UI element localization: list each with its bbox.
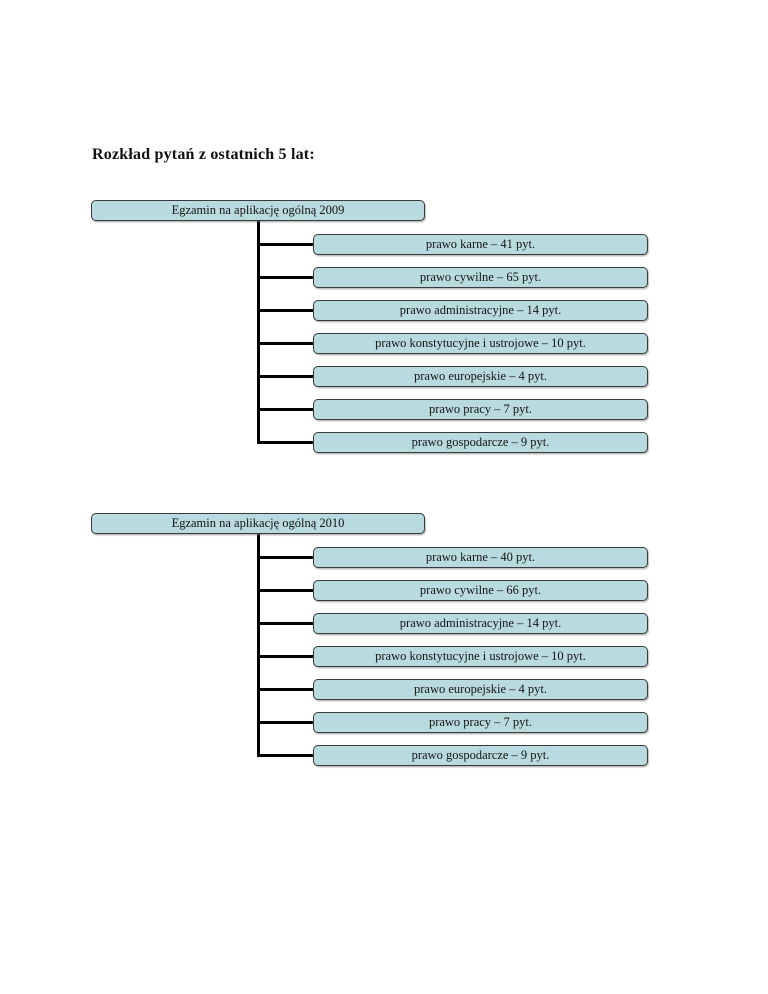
connector-branch-line xyxy=(258,655,314,658)
diagram-child-box: prawo konstytucyjne i ustrojowe – 10 pyt… xyxy=(313,646,648,667)
connector-branch-line xyxy=(258,342,314,345)
diagram-child-box: prawo cywilne – 66 pyt. xyxy=(313,580,648,601)
diagram-child-box: prawo administracyjne – 14 pyt. xyxy=(313,300,648,321)
diagram-child-box: prawo karne – 41 pyt. xyxy=(313,234,648,255)
diagram-child-label: prawo gospodarcze – 9 pyt. xyxy=(411,435,550,449)
diagram-child-label: prawo gospodarcze – 9 pyt. xyxy=(411,748,550,762)
diagram-child-box: prawo karne – 40 pyt. xyxy=(313,547,648,568)
page-title: Rozkład pytań z ostatnich 5 lat: xyxy=(92,146,315,163)
connector-branch-line xyxy=(258,556,314,559)
diagram-child-box: prawo gospodarcze – 9 pyt. xyxy=(313,432,648,453)
diagram-child-box: prawo administracyjne – 14 pyt. xyxy=(313,613,648,634)
diagram-child-label: prawo europejskie – 4 pyt. xyxy=(414,369,547,383)
diagram-child-box: prawo pracy – 7 pyt. xyxy=(313,712,648,733)
diagram-child-label: prawo karne – 41 pyt. xyxy=(425,237,536,251)
diagram-exam-2010: Egzamin na aplikację ogólną 2010 prawo k… xyxy=(91,513,649,767)
diagram-child-label: prawo europejskie – 4 pyt. xyxy=(414,682,547,696)
connector-branch-line xyxy=(258,721,314,724)
connector-branch-line xyxy=(258,309,314,312)
diagram-child-label: prawo pracy – 7 pyt. xyxy=(428,715,533,729)
connector-branch-line xyxy=(258,408,314,411)
connector-branch-line xyxy=(258,754,314,757)
diagram-child-box: prawo pracy – 7 pyt. xyxy=(313,399,648,420)
diagram-root-label: Egzamin na aplikację ogólną 2009 xyxy=(171,203,345,217)
connector-branch-line xyxy=(258,375,314,378)
diagram-child-box: prawo konstytucyjne i ustrojowe – 10 pyt… xyxy=(313,333,648,354)
diagram-child-label: prawo konstytucyjne i ustrojowe – 10 pyt… xyxy=(375,649,586,663)
connector-branch-line xyxy=(258,243,314,246)
diagram-root-box: Egzamin na aplikację ogólną 2009 xyxy=(91,200,425,221)
diagram-child-label: prawo administracyjne – 14 pyt. xyxy=(399,616,562,630)
connector-branch-line xyxy=(258,441,314,444)
diagram-exam-2009: Egzamin na aplikację ogólną 2009 prawo k… xyxy=(91,200,649,454)
diagram-child-box: prawo europejskie – 4 pyt. xyxy=(313,366,648,387)
diagram-child-label: prawo administracyjne – 14 pyt. xyxy=(399,303,562,317)
connector-vertical-line xyxy=(256,534,260,757)
diagram-child-label: prawo konstytucyjne i ustrojowe – 10 pyt… xyxy=(375,336,586,350)
diagram-root-box: Egzamin na aplikację ogólną 2010 xyxy=(91,513,425,534)
connector-vertical-line xyxy=(256,221,260,444)
connector-branch-line xyxy=(258,688,314,691)
diagram-child-box: prawo cywilne – 65 pyt. xyxy=(313,267,648,288)
diagram-child-label: prawo cywilne – 66 pyt. xyxy=(419,583,542,597)
diagram-child-box: prawo gospodarcze – 9 pyt. xyxy=(313,745,648,766)
diagram-child-label: prawo pracy – 7 pyt. xyxy=(428,402,533,416)
connector-branch-line xyxy=(258,276,314,279)
diagram-child-label: prawo karne – 40 pyt. xyxy=(425,550,536,564)
diagram-root-label: Egzamin na aplikację ogólną 2010 xyxy=(171,516,345,530)
connector-branch-line xyxy=(258,589,314,592)
diagram-child-box: prawo europejskie – 4 pyt. xyxy=(313,679,648,700)
connector-branch-line xyxy=(258,622,314,625)
diagram-child-label: prawo cywilne – 65 pyt. xyxy=(419,270,542,284)
